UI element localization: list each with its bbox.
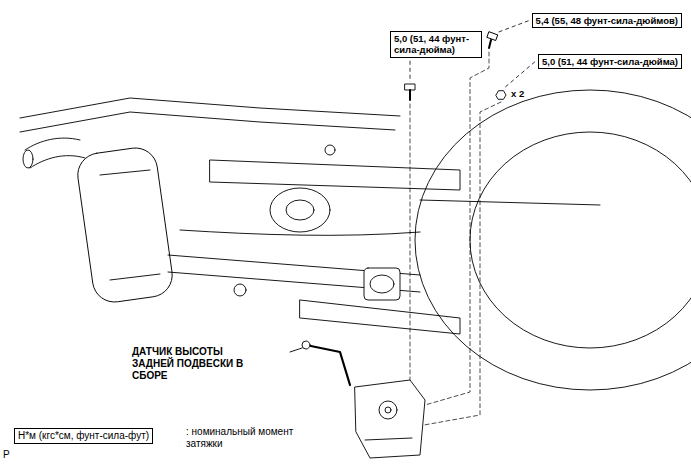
torque-value: Н*м (кгс*см, фунт-сила-фут) [18, 430, 149, 442]
part-name: ДАТЧИК ВЫСОТЫ ЗАДНЕЙ ПОДВЕСКИ В СБОРЕ [132, 346, 267, 382]
sensor-link [306, 345, 350, 385]
muffler-seam [100, 170, 150, 175]
torque-box: 5,0 (51, 44 фунт-сила-дюйма) [390, 31, 482, 58]
note-text: : номинальный момент затяжки [186, 426, 311, 450]
torque-value: 5,0 (51, 44 фунт-сила-дюйма) [542, 56, 678, 67]
differential-cover [286, 200, 314, 220]
bolt-shank [409, 90, 411, 100]
sensor-joint [302, 341, 310, 349]
muffler [75, 145, 175, 305]
mount-bolt [234, 284, 246, 296]
note-text: x 2 [511, 88, 524, 99]
bolt-shank [489, 40, 491, 48]
vehicle-drawing [20, 32, 691, 458]
lower-arm [300, 300, 460, 334]
install-line [424, 102, 501, 425]
leader-line [503, 62, 535, 89]
nut [496, 91, 506, 100]
differential [270, 188, 330, 232]
note-text: x 2 [511, 88, 524, 99]
note-text: : номинальный момент затяжки [186, 426, 293, 449]
exhaust-pipe [25, 138, 80, 150]
muffler-seam [110, 274, 160, 280]
torque-value: 5,4 (55, 48 фунт-сила-дюймов) [536, 15, 678, 26]
bolt-head [487, 32, 498, 41]
torque-box: Н*м (кгс*см, фунт-сила-фут) [14, 428, 153, 444]
sensor-pivot [379, 401, 397, 419]
axle-beam [210, 160, 460, 190]
wheel-outer [415, 90, 691, 390]
leader-line [290, 348, 302, 352]
wheel-axle [420, 200, 600, 205]
frame-line [20, 98, 400, 118]
leader-line [496, 21, 529, 33]
install-line [400, 104, 410, 392]
note-text: P [3, 449, 10, 460]
leader-line [410, 61, 411, 82]
pipe-end [23, 150, 33, 168]
wheel-inner [470, 132, 691, 348]
sensor-body [355, 380, 425, 458]
torque-box: 5,0 (51, 44 фунт-сила-дюйма) [538, 54, 682, 69]
note-text: P [3, 449, 10, 461]
part-name: ДАТЧИК ВЫСОТЫ ЗАДНЕЙ ПОДВЕСКИ В СБОРЕ [132, 346, 243, 381]
sensor-detail [365, 438, 412, 440]
mount-bolt [325, 145, 335, 155]
torque-box: 5,4 (55, 48 фунт-сила-дюймов) [532, 13, 682, 28]
sensor-pivot [385, 407, 391, 413]
bushing-core [370, 275, 394, 293]
bushing [364, 268, 400, 300]
exhaust-pipe [30, 156, 85, 168]
install-line [425, 52, 489, 405]
frame-line [20, 112, 395, 132]
torque-value: 5,0 (51, 44 фунт-сила-дюйма) [394, 33, 478, 56]
